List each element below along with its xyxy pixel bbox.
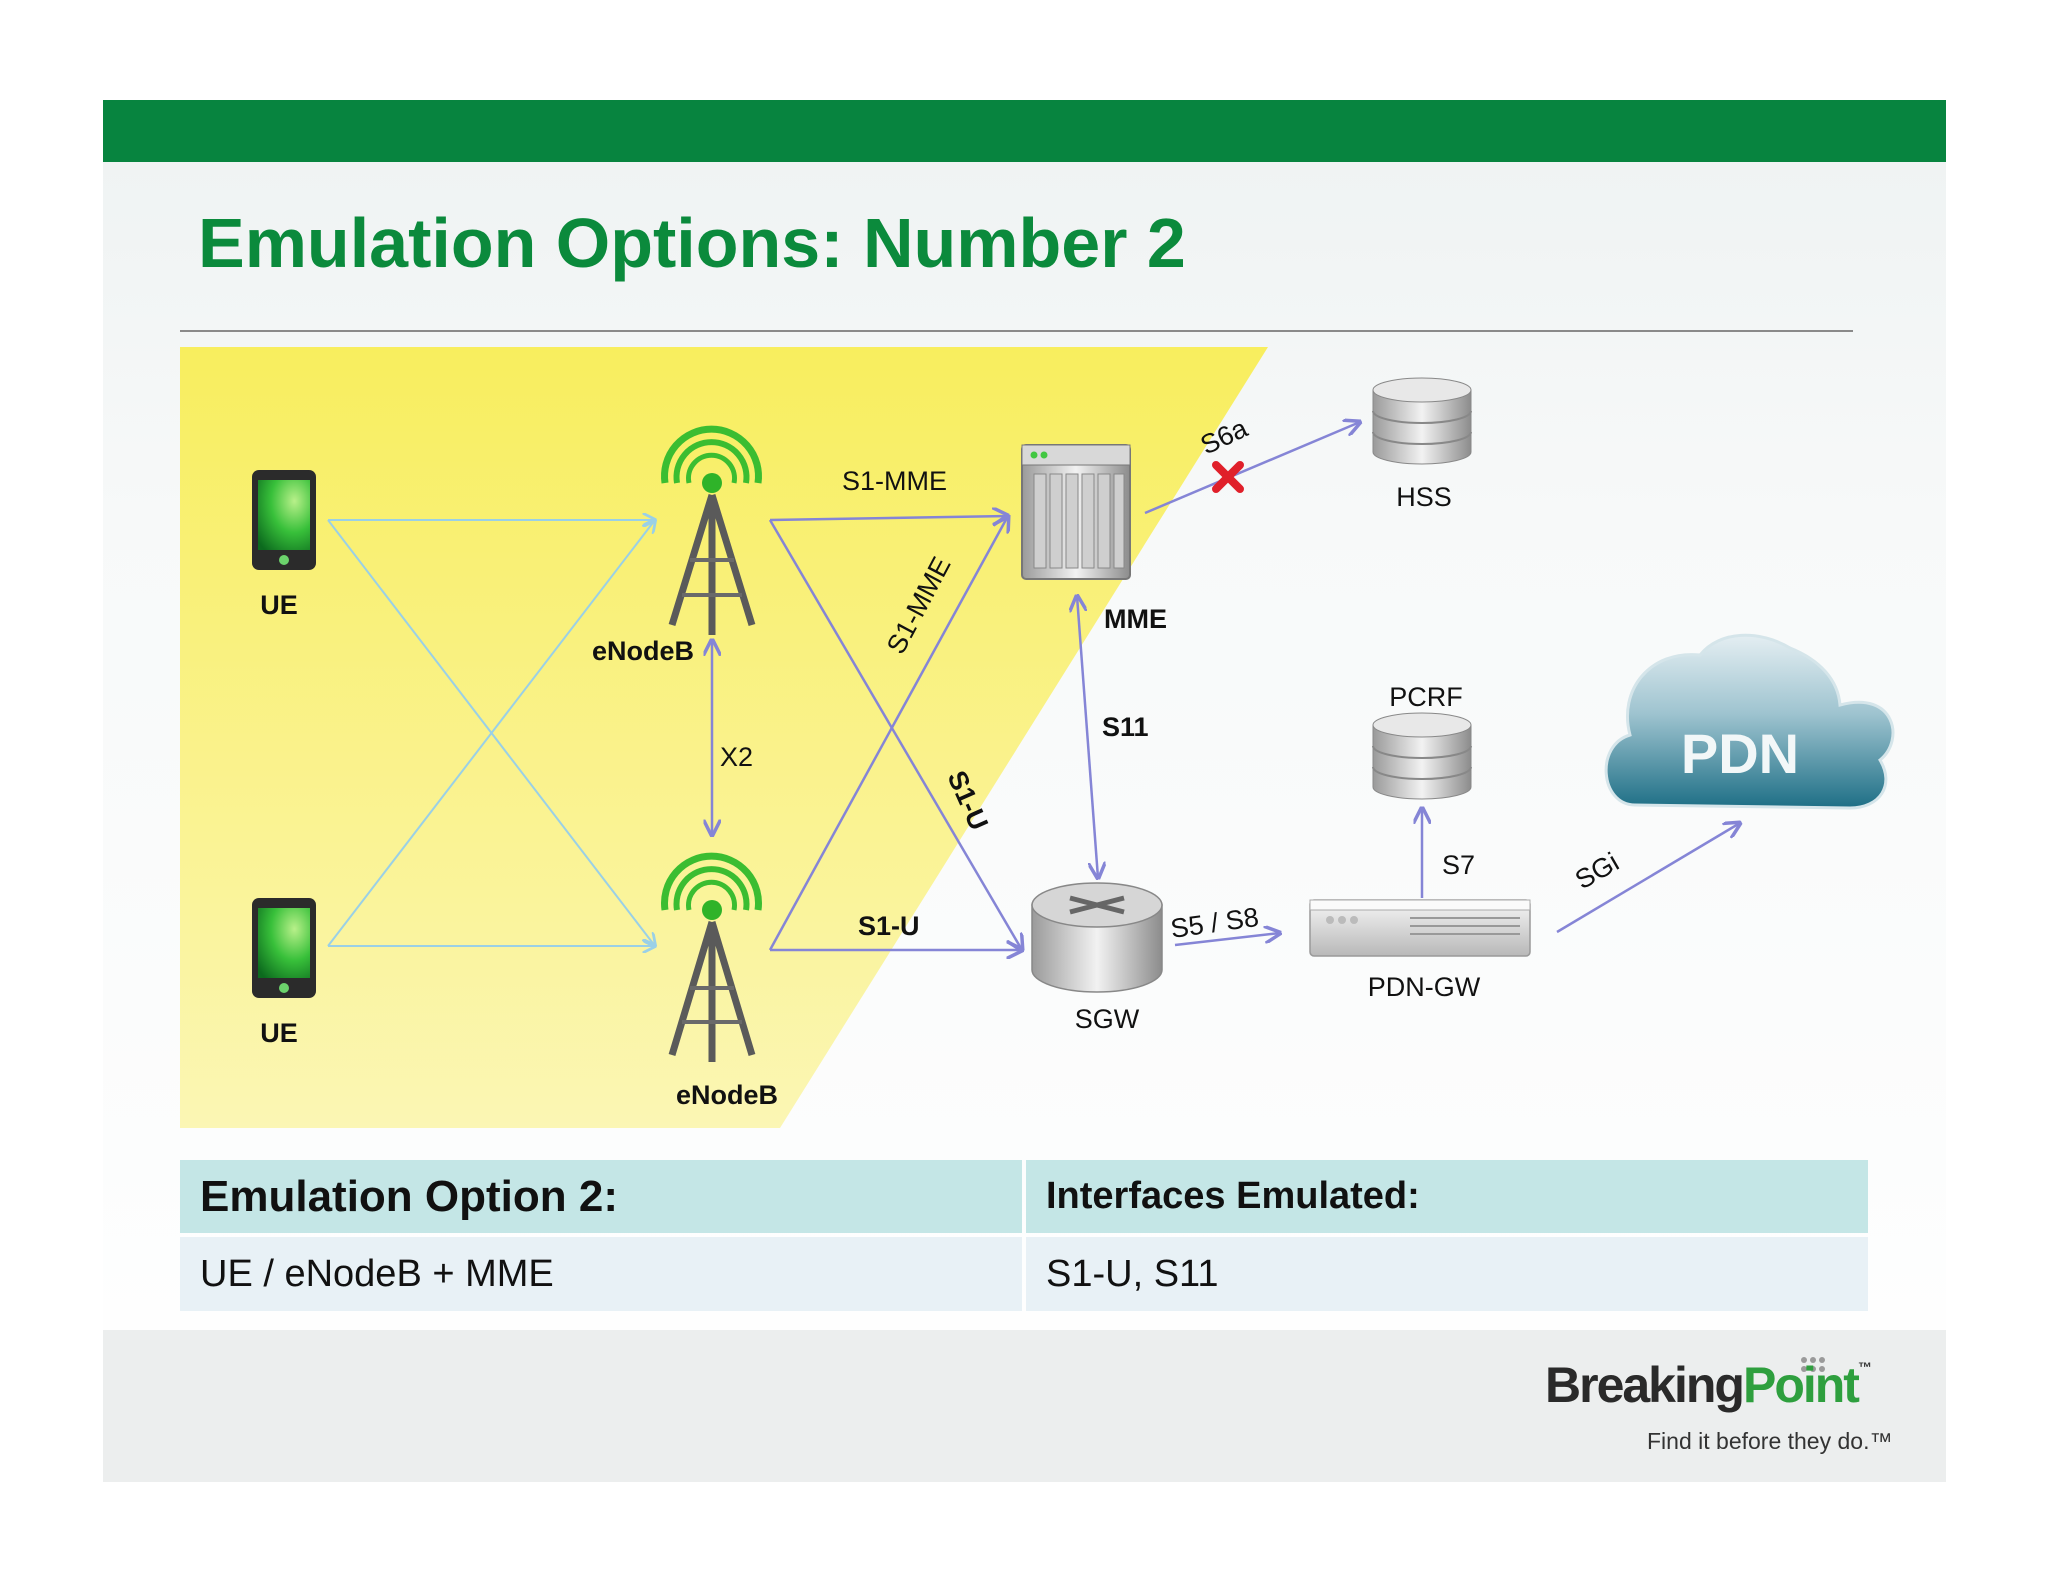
sgi-label: SGi [1570, 847, 1624, 895]
s1-mme-top-label: S1-MME [842, 466, 947, 496]
pdn-gw-gateway-appliance-icon [1309, 899, 1531, 957]
logo-word-point: Point [1742, 1357, 1860, 1413]
blocked-red-x-icon [1212, 461, 1244, 493]
table-header-row: Emulation Option 2: Interfaces Emulated: [180, 1160, 1868, 1233]
slide-title: Emulation Options: Number 2 [198, 204, 1186, 282]
footer-band [103, 1330, 1946, 1482]
core-links [712, 422, 1740, 950]
logo-wordmark: BreakingPoint™ [1545, 1357, 1872, 1413]
emulation-table: Emulation Option 2: Interfaces Emulated:… [180, 1160, 1868, 1311]
header-interfaces-emulated: Interfaces Emulated: [1046, 1175, 1420, 1217]
title-divider [180, 330, 1853, 332]
ue-top-smartphone-icon [252, 470, 316, 570]
s1-u-bottom-label: S1-U [858, 911, 920, 941]
enodeb-bottom-antenna-tower-icon [661, 852, 762, 1062]
pcrf-label: PCRF [1389, 682, 1463, 712]
ue-bottom-smartphone-icon [252, 898, 316, 998]
sgw-router-icon [1031, 882, 1163, 993]
header-bar [103, 100, 1946, 162]
table-cell: S1-U, S11 [1026, 1237, 1868, 1311]
enodeb-top-label: eNodeB [592, 636, 694, 666]
logo-tagline: Find it before they do.™ [1647, 1428, 1893, 1454]
x2-label: X2 [720, 742, 753, 772]
logo-dots-icon [1801, 1357, 1825, 1372]
sgw-label: SGW [1075, 1004, 1140, 1034]
table-header-cell: Emulation Option 2: [180, 1160, 1022, 1233]
pdn-label: PDN [1681, 722, 1799, 785]
option-value: UE / eNodeB + MME [200, 1252, 554, 1295]
ue-radio-links [327, 520, 655, 946]
pdn-cloud-icon: PDN [1604, 633, 1895, 810]
s7-label: S7 [1442, 850, 1475, 880]
table-header-cell: Interfaces Emulated: [1026, 1160, 1868, 1233]
enodeb-top-antenna-tower-icon [661, 425, 762, 635]
pdn-gw-label: PDN-GW [1368, 972, 1481, 1002]
logo-word-breaking: Breaking [1545, 1357, 1745, 1413]
table-row: UE / eNodeB + MME S1-U, S11 [180, 1233, 1868, 1311]
hss-label: HSS [1396, 482, 1452, 512]
breakingpoint-logo: BreakingPoint™ Find it before they do.™ [1545, 1357, 1892, 1460]
pcrf-database-icon [1372, 712, 1472, 800]
ue-bottom-label: UE [260, 1018, 298, 1048]
hss-database-icon [1372, 377, 1472, 465]
enodeb-bottom-label: eNodeB [676, 1080, 778, 1110]
emulated-region [180, 347, 1268, 1128]
table-cell: UE / eNodeB + MME [180, 1237, 1022, 1311]
ue-top-label: UE [260, 590, 298, 620]
header-emulation-option: Emulation Option 2: [200, 1171, 618, 1221]
mme-label: MME [1104, 604, 1167, 634]
s11-label: S11 [1102, 712, 1149, 742]
logo-tm: ™ [1857, 1359, 1872, 1375]
interfaces-value: S1-U, S11 [1046, 1252, 1219, 1295]
mme-server-icon [1021, 444, 1131, 580]
